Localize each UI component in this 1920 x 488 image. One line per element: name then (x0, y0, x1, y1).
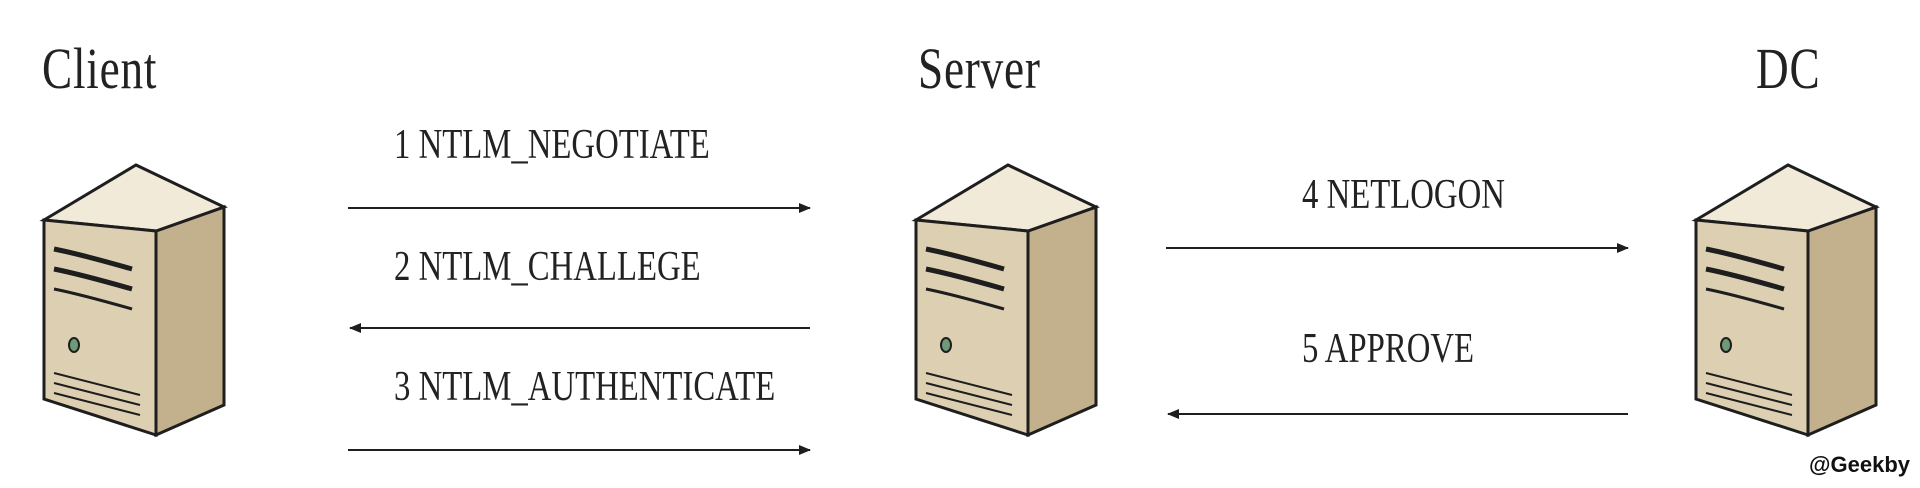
client-server-icon (44, 165, 224, 435)
dc-server-icon (1696, 165, 1876, 435)
client-title: Client (42, 36, 158, 101)
server-icon (916, 165, 1096, 435)
server-title: Server (918, 36, 1041, 101)
message-label-2: 2 NTLM_CHALLEGE (394, 244, 701, 290)
message-label-1: 1 NTLM_NEGOTIATE (394, 122, 710, 168)
message-label-5: 5 APPROVE (1302, 326, 1475, 372)
dc-title: DC (1756, 36, 1821, 101)
message-label-3: 3 NTLM_AUTHENTICATE (394, 364, 776, 410)
message-label-4: 4 NETLOGON (1302, 172, 1505, 218)
watermark: @Geekby (1809, 452, 1910, 477)
